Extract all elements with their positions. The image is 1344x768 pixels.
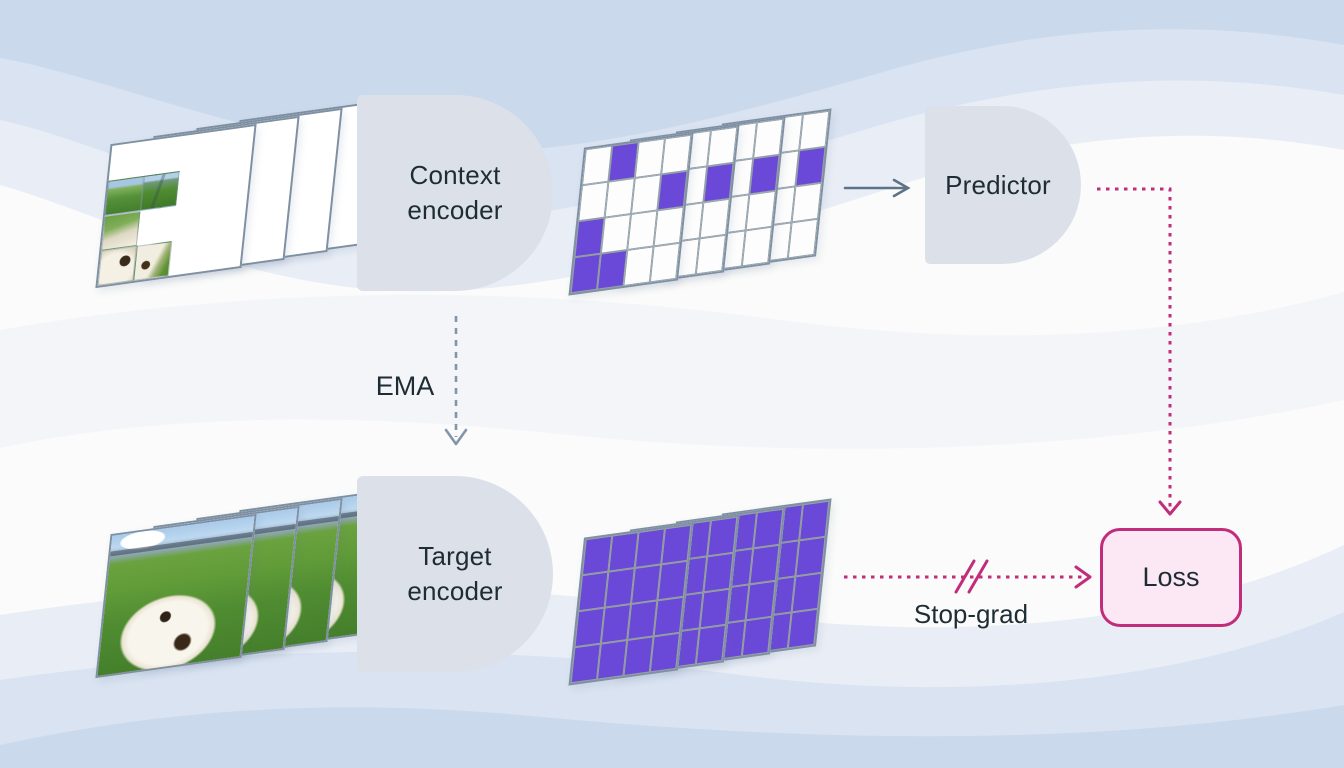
token-cell-empty	[791, 182, 822, 223]
visible-patch	[101, 210, 141, 251]
predictor-block: Predictor	[925, 106, 1081, 264]
token-cell-filled	[753, 508, 784, 549]
token-cell-filled	[661, 524, 692, 565]
token-cell-empty	[649, 242, 680, 283]
context-token-grid-stack	[568, 108, 837, 296]
full-video-frames-stack	[95, 489, 386, 688]
masked-video-frames-stack	[95, 99, 386, 298]
token-cell-empty	[653, 206, 684, 247]
context-encoder-label-line1: Context	[409, 160, 501, 190]
stop-grad-label: Stop-grad	[913, 599, 1029, 629]
token-cell-filled	[787, 608, 818, 649]
token-cell-filled	[749, 544, 780, 585]
token-cell-empty	[707, 126, 738, 167]
loss-box: Loss	[1100, 528, 1242, 627]
predictor-label: Predictor	[945, 169, 1051, 200]
context-encoder-label-line2: encoder	[407, 195, 503, 225]
visible-patch	[133, 241, 173, 281]
loss-label: Loss	[1142, 562, 1200, 592]
token-cell-empty	[695, 234, 726, 275]
token-grid-frame	[568, 132, 694, 296]
target-encoder-label-line2: encoder	[407, 576, 503, 606]
token-cell-filled	[653, 596, 684, 637]
token-cell-filled	[649, 632, 680, 673]
token-cell-filled	[749, 154, 780, 195]
token-cell-filled	[707, 516, 738, 557]
token-cell-filled	[657, 170, 688, 211]
token-cell-empty	[699, 198, 730, 239]
visible-patch	[140, 171, 180, 211]
token-cell-filled	[795, 146, 826, 187]
token-cell-filled	[791, 572, 822, 613]
ema-label: EMA	[375, 371, 435, 401]
masked-frame	[95, 123, 257, 289]
token-cell-empty	[787, 218, 818, 259]
token-cell-empty	[741, 226, 772, 267]
token-cell-filled	[695, 624, 726, 665]
token-cell-filled	[741, 616, 772, 657]
video-frame	[95, 513, 257, 679]
token-cell-filled	[799, 500, 830, 541]
token-cell-filled	[703, 162, 734, 203]
visible-patch	[97, 245, 137, 286]
target-token-grid-stack	[568, 498, 837, 686]
target-encoder-label-line1: Target	[418, 541, 492, 571]
token-cell-empty	[661, 134, 692, 175]
token-cell-filled	[795, 536, 826, 577]
token-cell-filled	[699, 588, 730, 629]
token-grid-frame	[568, 522, 694, 686]
token-cell-filled	[745, 580, 776, 621]
token-cell-empty	[745, 190, 776, 231]
token-cell-empty	[753, 118, 784, 159]
token-cell-filled	[703, 552, 734, 593]
token-cell-empty	[799, 110, 830, 151]
target-encoder-block: Target encoder	[357, 476, 553, 672]
token-cell-filled	[657, 560, 688, 601]
context-encoder-block: Context encoder	[357, 95, 553, 291]
video-frame-photo	[97, 516, 255, 676]
visible-patch	[104, 175, 145, 216]
